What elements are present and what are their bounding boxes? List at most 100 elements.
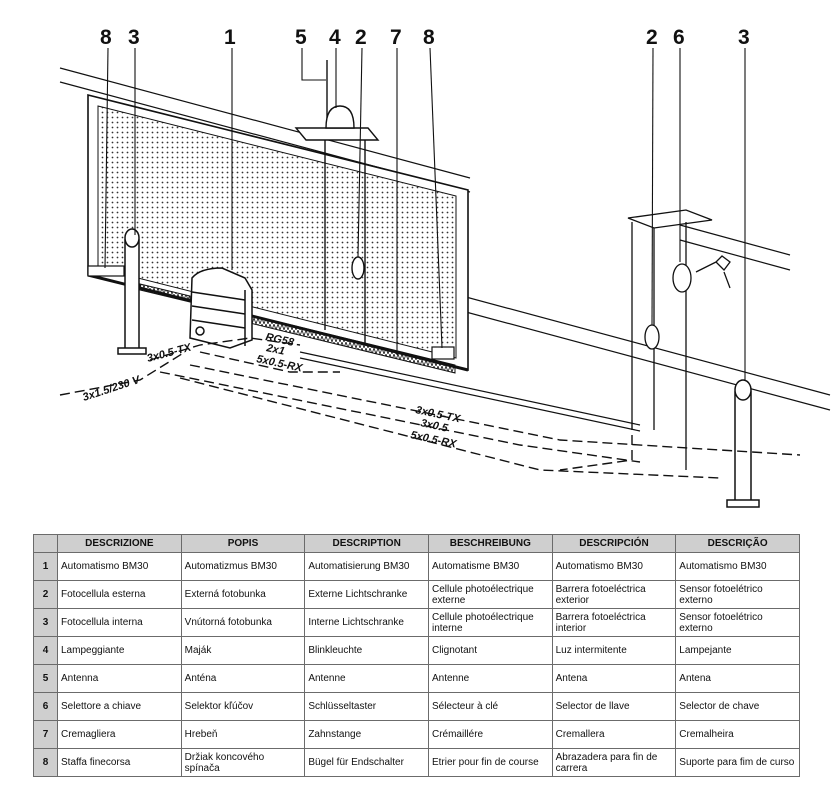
legend-cell-text: Antenne bbox=[304, 664, 429, 693]
legend-header-es: DESCRIPCIÓN bbox=[551, 534, 677, 553]
legend-header-num bbox=[33, 534, 58, 553]
legend-cell-text: Automatismo BM30 bbox=[675, 552, 800, 581]
legend-cell-number: 2 bbox=[33, 580, 58, 609]
callout-2-center: 2 bbox=[355, 26, 367, 49]
legend-cell-text: Anténa bbox=[180, 664, 306, 693]
cable-label-rx-right: 5x0.5-RX bbox=[409, 429, 458, 451]
legend-cell-text: Clignotant bbox=[427, 636, 553, 665]
callout-4: 4 bbox=[329, 26, 341, 49]
legend-cell-text: Selector de chave bbox=[675, 692, 800, 721]
cable-label-lamp: 2x1 bbox=[264, 342, 285, 358]
legend-cell-text: Abrazadera para fin de carrera bbox=[551, 748, 677, 777]
legend-cell-text: Vnútorná fotobunka bbox=[180, 608, 306, 637]
callout-5: 5 bbox=[295, 26, 307, 49]
legend-cell-text: Cellule photoélectrique externe bbox=[427, 580, 553, 609]
legend-cell-text: Schlüsseltaster bbox=[304, 692, 429, 721]
photocell-external-left bbox=[351, 256, 365, 280]
photocell-post-internal-right bbox=[726, 379, 760, 508]
legend-cell-number: 4 bbox=[33, 636, 58, 665]
legend-cell-text: Selector de llave bbox=[551, 692, 677, 721]
legend-cell-text: Automatisme BM30 bbox=[427, 552, 553, 581]
legend-cell-text: Suporte para fim de curso bbox=[675, 748, 800, 777]
callout-3-left: 3 bbox=[128, 26, 140, 49]
callout-3-right: 3 bbox=[738, 26, 750, 49]
legend-cell-text: Automatisierung BM30 bbox=[304, 552, 429, 581]
legend-cell-text: Selektor kľúčov bbox=[180, 692, 306, 721]
callout-7: 7 bbox=[390, 26, 402, 49]
legend-cell-text: Automatismo BM30 bbox=[57, 552, 182, 581]
legend-cell-text: Držiak koncového spínača bbox=[180, 748, 306, 777]
callout-8-left: 8 bbox=[100, 26, 112, 49]
legend-cell-number: 6 bbox=[33, 692, 58, 721]
legend-header-de: BESCHREIBUNG bbox=[427, 534, 553, 553]
legend-cell-text: Cellule photoélectrique interne bbox=[427, 608, 553, 637]
legend-cell-text: Cremallera bbox=[551, 720, 677, 749]
legend-cell-text: Hrebeň bbox=[180, 720, 306, 749]
legend-cell-text: Maják bbox=[180, 636, 306, 665]
legend-cell-text: Interne Lichtschranke bbox=[304, 608, 429, 637]
right-pillar bbox=[627, 209, 731, 470]
legend-cell-text: Sélecteur à clé bbox=[427, 692, 553, 721]
legend-cell-text: Fotocellula interna bbox=[57, 608, 182, 637]
legend-table-container: DESCRIZIONE POPIS DESCRIPTION BESCHREIBU… bbox=[33, 534, 800, 777]
legend-cell-number: 8 bbox=[33, 748, 58, 777]
legend-cell-text: Externá fotobunka bbox=[180, 580, 306, 609]
legend-header-it: DESCRIZIONE bbox=[57, 534, 182, 553]
legend-cell-text: Zahnstange bbox=[304, 720, 429, 749]
legend-cell-text: Barrera fotoeléctrica interior bbox=[551, 608, 677, 637]
legend-cell-text: Sensor fotoelétrico externo bbox=[675, 608, 800, 637]
legend-cell-text: Automatizmus BM30 bbox=[180, 552, 306, 581]
limit-switch-bracket bbox=[87, 265, 455, 360]
legend-cell-text: Sensor fotoelétrico externo bbox=[675, 580, 800, 609]
legend-cell-text: Automatismo BM30 bbox=[551, 552, 677, 581]
callout-6: 6 bbox=[673, 26, 685, 49]
legend-cell-number: 7 bbox=[33, 720, 58, 749]
legend-header-row: DESCRIZIONE POPIS DESCRIPTION BESCHREIBU… bbox=[33, 534, 800, 553]
installation-diagram: 8 3 1 5 4 2 7 8 2 6 3 3x1.5/230 V 3x0.5-… bbox=[59, 26, 831, 508]
callout-leaders bbox=[104, 47, 746, 380]
ground-track bbox=[299, 351, 641, 432]
legend-cell-text: Antenne bbox=[427, 664, 553, 693]
legend-cell-text: Staffa finecorsa bbox=[57, 748, 182, 777]
legend-cell-text: Blinkleuchte bbox=[304, 636, 429, 665]
callout-numbers: 8 3 1 5 4 2 7 8 2 6 3 bbox=[100, 26, 750, 49]
flashing-lamp-and-antenna bbox=[294, 60, 380, 345]
legend-cell-text: Fotocellula esterna bbox=[57, 580, 182, 609]
legend-header-pt: DESCRIÇÃO bbox=[675, 534, 800, 553]
legend-cell-text: Lampejante bbox=[675, 636, 800, 665]
legend-header-en: DESCRIPTION bbox=[304, 534, 429, 553]
callout-1: 1 bbox=[224, 26, 236, 49]
legend-cell-text: Antena bbox=[551, 664, 677, 693]
legend-cell-text: Cremagliera bbox=[57, 720, 182, 749]
cable-label-selector: 3x0.5 bbox=[419, 417, 449, 435]
legend-table: DESCRIZIONE POPIS DESCRIPTION BESCHREIBU… bbox=[33, 534, 800, 777]
legend-cell-text: Antenna bbox=[57, 664, 182, 693]
legend-cell-text: Cremalheira bbox=[675, 720, 800, 749]
legend-cell-text: Antena bbox=[675, 664, 800, 693]
cable-label-power: 3x1.5/230 V bbox=[81, 374, 143, 404]
cable-label-tx-left: 3x0.5-TX bbox=[146, 341, 193, 364]
legend-cell-text: Externe Lichtschranke bbox=[304, 580, 429, 609]
legend-cell-text: Crémaillére bbox=[427, 720, 553, 749]
legend-cell-text: Bügel für Endschalter bbox=[304, 748, 429, 777]
legend-cell-number: 1 bbox=[33, 552, 58, 581]
legend-cell-text: Barrera fotoeléctrica exterior bbox=[551, 580, 677, 609]
legend-cell-number: 3 bbox=[33, 608, 58, 637]
legend-header-sk: POPIS bbox=[180, 534, 306, 553]
legend-cell-text: Etrier pour fin de course bbox=[427, 748, 553, 777]
legend-cell-text: Lampeggiante bbox=[57, 636, 182, 665]
gate-operator-bm30 bbox=[189, 267, 253, 349]
callout-8-right: 8 bbox=[423, 26, 435, 49]
legend-cell-text: Luz intermitente bbox=[551, 636, 677, 665]
cable-runs bbox=[59, 337, 801, 479]
callout-2-right: 2 bbox=[646, 26, 658, 49]
legend-cell-text: Selettore a chiave bbox=[57, 692, 182, 721]
